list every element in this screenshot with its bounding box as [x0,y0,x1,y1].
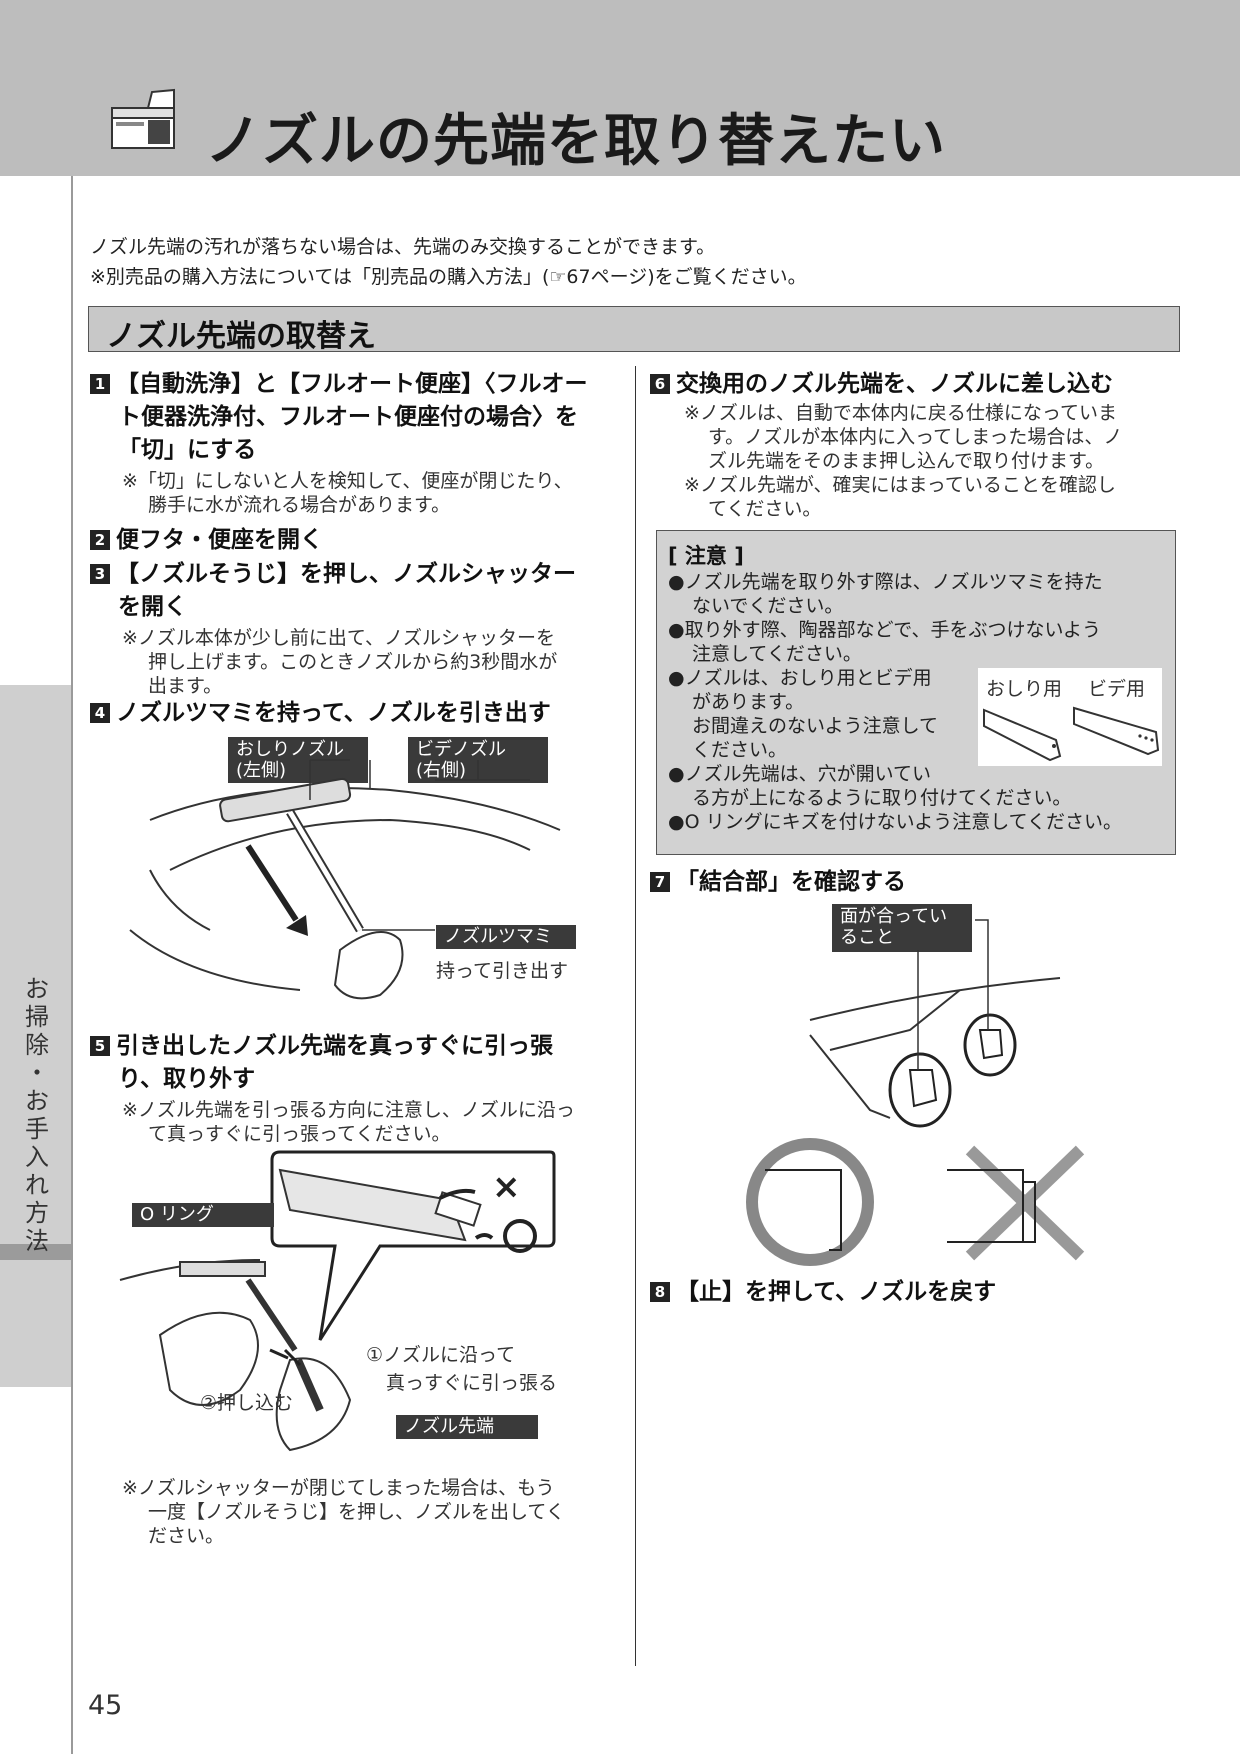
page-number: 45 [88,1690,123,1721]
step-1: 1【自動洗浄】と【フルオート便座】〈フルオー ト便器洗浄付、フルオート便座付の場… [90,368,630,517]
toilet-icon [111,88,175,149]
nozzle-types-illustration [983,706,1160,762]
svg-text:×: × [492,1167,521,1207]
section-title: ノズル先端の取替え [106,319,376,354]
label-oshiri-use: おしり用 [986,678,1063,700]
side-tab-label: お掃除・お手入れ方法 [25,975,49,1255]
step-number: 1 [90,374,110,394]
nozzle-tip-removal-illustration: × [119,1150,556,1452]
label-o-ring: O リング [132,1203,274,1227]
label-nozzle-knob: ノズルツマミ [436,925,576,949]
callout-pull-straight-1: ①ノズルに沿って [366,1344,516,1366]
label-bide-use: ビデ用 [1088,678,1146,700]
side-tab-divider [0,1244,71,1260]
callout-pull-straight-2: 真っすぐに引っ張る [386,1372,558,1394]
nozzle-types-figure [978,668,1162,766]
caption-pull: 持って引き出す [436,960,569,982]
section-bar [88,306,1180,352]
step-5-note: ※ノズルシャッターが閉じてしまった場合は、もう 一度【ノズルそうじ】を押し、ノズ… [122,1477,565,1547]
intro-line-1: ノズル先端の汚れが落ちない場合は、先端のみ交換することができます。 [90,236,716,258]
callout-push-in: ②押し込む [200,1392,294,1414]
label-nozzle-tip: ノズル先端 [396,1415,538,1439]
column-divider [635,366,636,1666]
step-7: 7「結合部」を確認する [650,866,1190,899]
caution-list: ●ノズル先端を取り外す際は、ノズルツマミを持た ないでください。 ●取り外す際、… [668,571,1123,833]
step-8: 8【止】を押して、ノズルを戻す [650,1276,1190,1309]
joint-check-illustration [809,919,1061,1128]
header-band [0,0,1240,176]
step-3: 3【ノズルそうじ】を押し、ノズルシャッター を開く ※ノズル本体が少し前に出て、… [90,558,630,698]
margin-rule [71,176,73,1754]
label-surfaces-aligned: 面が合っていること [832,904,972,952]
intro-line-2: ※別売品の購入方法については「別売品の購入方法」(☞67ページ)をご覧ください。 [90,266,807,288]
caution-heading: [ 注意 ] [668,544,744,568]
nozzle-pull-illustration [129,759,561,1000]
ok-ng-comparison [746,1138,1085,1266]
page-title: ノズルの先端を取り替えたい [205,109,946,174]
side-tab [0,685,71,1387]
